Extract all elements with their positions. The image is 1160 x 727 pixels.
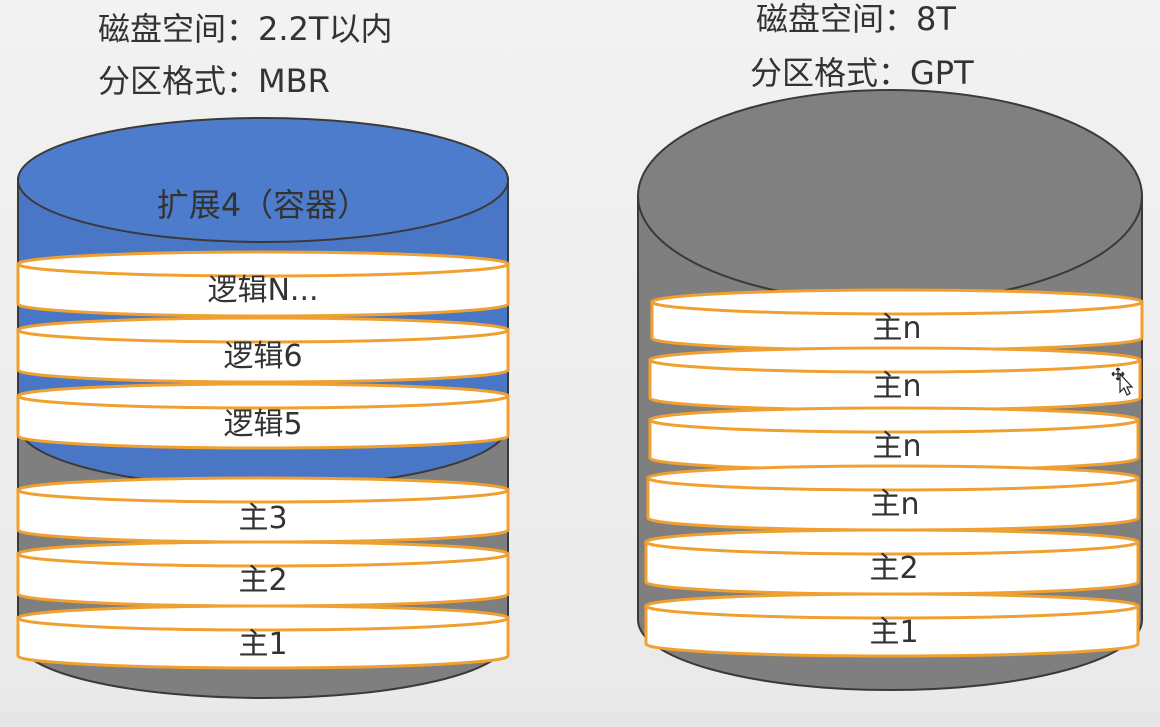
- mbr-logical-partition: 逻辑N...: [16, 250, 510, 318]
- partition-label: 主1: [869, 615, 918, 650]
- mbr-disk-space: 磁盘空间：2.2T以内: [98, 10, 393, 48]
- partition-label: 主2: [869, 551, 918, 586]
- partition-label: 主2: [238, 563, 287, 598]
- mbr-top-ellipse: [17, 117, 509, 243]
- partition-label: 逻辑5: [223, 407, 302, 442]
- gpt-partitions: 主n 主n 主n 主n 主2: [644, 288, 1144, 658]
- mbr-logical-partitions: 逻辑N... 逻辑6 逻辑5: [16, 250, 510, 450]
- gpt-disk-space: 磁盘空间：8T: [756, 0, 956, 38]
- gpt-partition: 主n: [648, 406, 1140, 472]
- mbr-primary-partition: 主2: [16, 540, 510, 608]
- partition-label: 主n: [872, 429, 921, 464]
- gpt-partition: 主n: [650, 288, 1144, 352]
- mbr-logical-partition: 逻辑5: [16, 382, 510, 450]
- gpt-partition: 主n: [648, 346, 1142, 412]
- partition-label: 主3: [238, 501, 287, 536]
- partition-label: 逻辑6: [223, 339, 302, 374]
- mbr-primary-partition: 主1: [16, 604, 510, 670]
- gpt-partition: 主1: [644, 592, 1140, 658]
- mbr-partition-format: 分区格式：MBR: [98, 62, 330, 100]
- mbr-logical-partition: 逻辑6: [16, 316, 510, 384]
- partition-label: 主n: [872, 369, 921, 404]
- bottom-strip: [0, 711, 1160, 727]
- gpt-partition: 主2: [644, 528, 1140, 596]
- gpt-partition-format: 分区格式：GPT: [750, 54, 974, 92]
- gpt-top-ellipse: [637, 89, 1143, 303]
- mbr-primary-partition: 主3: [16, 476, 510, 544]
- gpt-partition: 主n: [646, 464, 1140, 532]
- partition-label: 主n: [872, 311, 921, 346]
- partition-label: 主1: [238, 627, 287, 662]
- partition-label: 逻辑N...: [207, 273, 318, 308]
- mbr-primary-partitions: 主3 主2 主1: [16, 476, 510, 670]
- move-cursor-icon: [1111, 367, 1134, 396]
- partition-label: 主n: [870, 487, 919, 522]
- mbr-extended-label: 扩展4（容器）: [157, 186, 369, 224]
